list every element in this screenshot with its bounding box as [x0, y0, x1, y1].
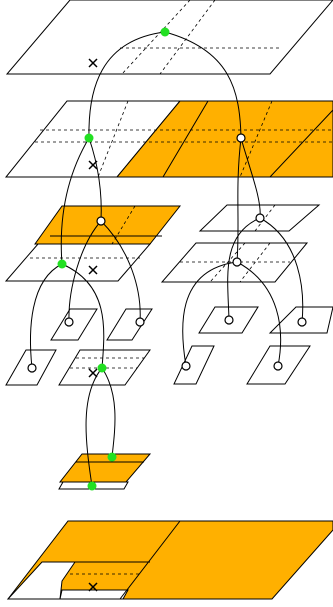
- tree-edge: [60, 137, 90, 265]
- final-composite-plane: [6, 520, 333, 600]
- tree-edge: [68, 220, 102, 323]
- left-upper-plane: [34, 205, 182, 245]
- tree-edge: [227, 217, 261, 321]
- tree-edge: [101, 367, 116, 458]
- green-point: [87, 481, 97, 491]
- root-level: [5, 0, 333, 75]
- left-lower-plane: [4, 243, 152, 282]
- open-circle-node: [224, 315, 234, 325]
- root-split-line: [121, 0, 191, 75]
- open-circle-node: [232, 257, 242, 267]
- cross-mark: [88, 582, 98, 592]
- level1-vertical-split: [97, 100, 129, 178]
- final-empty-region: [59, 589, 129, 600]
- tree-edge: [88, 31, 166, 139]
- green-point: [57, 259, 67, 269]
- tree-edge: [85, 367, 103, 487]
- tree-edge: [236, 261, 282, 367]
- cross-mark: [88, 58, 98, 68]
- open-circle-node: [297, 317, 307, 327]
- tree-edge: [236, 137, 242, 263]
- cross-mark: [88, 265, 98, 275]
- open-circle-node: [236, 133, 246, 143]
- right-lower-split: [209, 242, 246, 283]
- tree-edge: [61, 263, 105, 369]
- left-upper-split: [111, 205, 136, 245]
- green-point: [160, 27, 170, 37]
- tree-edge: [259, 217, 304, 323]
- open-circle-node: [273, 361, 283, 371]
- split-level-1: [4, 100, 333, 178]
- open-circle-node: [181, 361, 191, 371]
- open-circle-node: [64, 317, 74, 327]
- result-strip: [58, 453, 152, 490]
- tree-edge: [164, 31, 242, 139]
- tree-edge: [88, 137, 102, 222]
- leaf-plane: [106, 308, 153, 341]
- final-divider: [119, 520, 181, 600]
- tree-edge: [100, 220, 141, 323]
- final-composite: [6, 520, 333, 600]
- root-plane: [5, 0, 333, 75]
- green-point: [107, 452, 117, 462]
- point-markers: [57, 27, 170, 491]
- result-strip-plane: [58, 453, 152, 483]
- leaf-level: [5, 306, 333, 386]
- open-circle-node: [255, 213, 265, 223]
- tree-edge: [240, 137, 261, 219]
- open-circle-node: [96, 216, 106, 226]
- open-circle-node: [135, 317, 145, 327]
- cross-mark: [88, 368, 98, 378]
- right-half-inner-cell: [162, 100, 333, 178]
- tree-edges: [30, 31, 304, 487]
- right-lower-split: [239, 242, 271, 283]
- level1-vertical-split: [239, 100, 273, 178]
- green-point: [97, 363, 107, 373]
- leaf-plane: [50, 308, 98, 341]
- green-point: [84, 133, 94, 143]
- open-circle-node: [27, 363, 37, 373]
- tree-edge: [30, 263, 63, 369]
- node-markers: [27, 133, 307, 373]
- tree-edge: [182, 261, 238, 367]
- leaf-plane: [173, 345, 215, 385]
